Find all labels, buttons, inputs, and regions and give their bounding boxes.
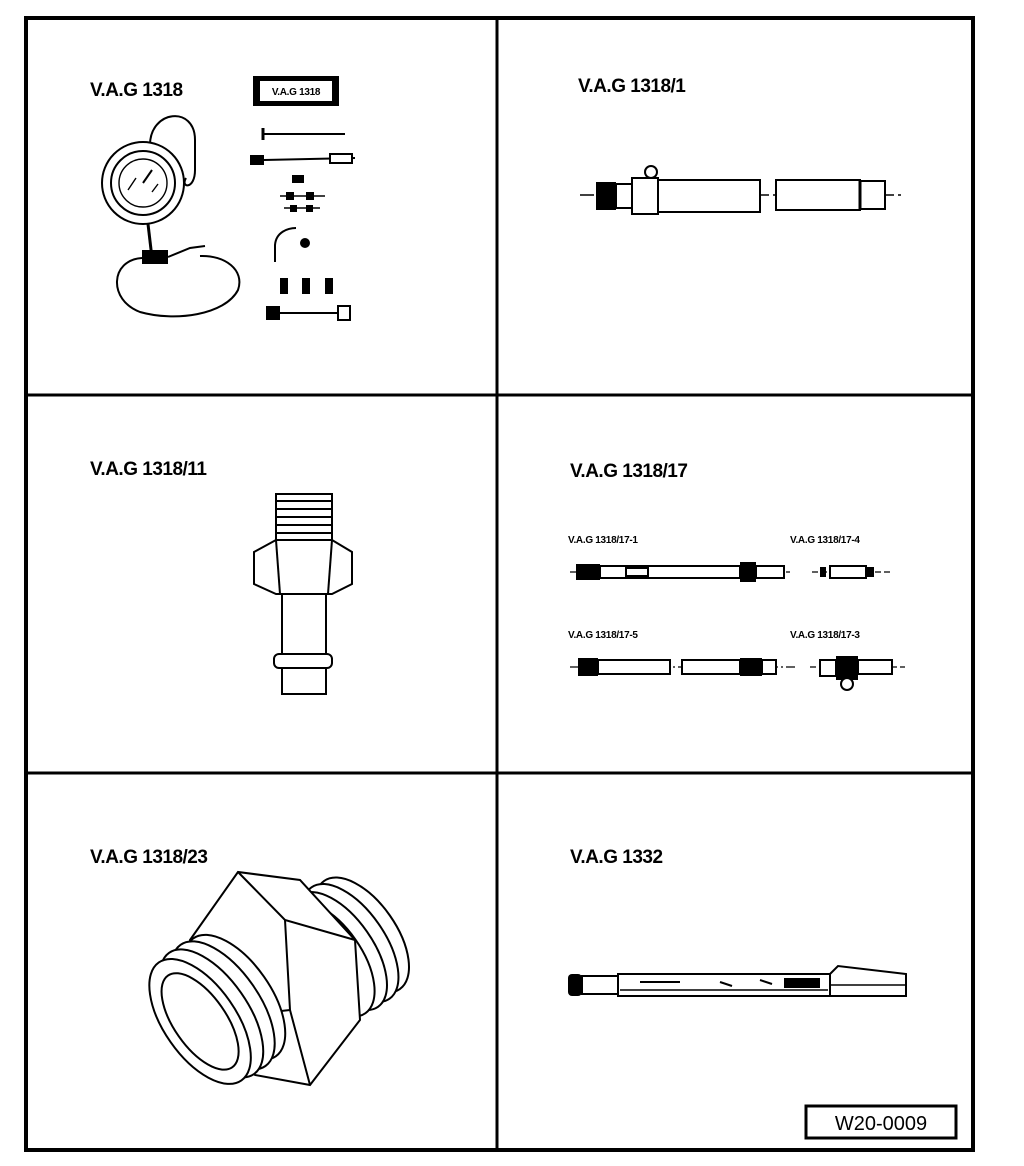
panel-vag-1318-17: V.A.G 1318/17 V.A.G 1318/17-1 V.A.G 1318… [568, 461, 905, 691]
panel-title: V.A.G 1318/11 [90, 459, 207, 480]
reference-badge: W20-0009 [804, 1104, 958, 1140]
hex-nipple-adapter-icon [253, 493, 353, 695]
adapter-set-icon: V.A.G 1318/17-1 V.A.G 1318/17-4 V.A.G 13… [568, 535, 905, 691]
threaded-hex-union-icon [148, 870, 410, 1087]
part-label: V.A.G 1318/17-5 [568, 630, 638, 641]
reference-number: W20-0009 [835, 1113, 927, 1135]
case-label: V.A.G 1318 [272, 87, 321, 98]
adapter-hose-icon [580, 165, 905, 215]
frame [24, 16, 975, 1152]
part-label: V.A.G 1318/17-1 [568, 535, 638, 546]
panel-title: V.A.G 1318/17 [570, 461, 687, 482]
panel-vag-1318-1: V.A.G 1318/1 [578, 76, 905, 215]
panel-title: V.A.G 1318/23 [90, 847, 207, 868]
part-label: V.A.G 1318/17-3 [790, 630, 860, 641]
part-label: V.A.G 1318/17-4 [790, 535, 860, 546]
panel-vag-1318-11: V.A.G 1318/11 [90, 459, 353, 695]
panel-vag-1318-23: V.A.G 1318/23 [90, 847, 410, 1087]
panel-title: V.A.G 1318 [90, 80, 183, 101]
panel-vag-1332: V.A.G 1332 [568, 847, 907, 997]
panel-title: V.A.G 1332 [570, 847, 663, 868]
panel-title: V.A.G 1318/1 [578, 76, 686, 97]
panel-vag-1318: V.A.G 1318 V.A.G 1318 [90, 76, 356, 321]
pressure-gauge-kit-icon: V.A.G 1318 [101, 76, 356, 321]
torque-wrench-icon [568, 964, 907, 997]
